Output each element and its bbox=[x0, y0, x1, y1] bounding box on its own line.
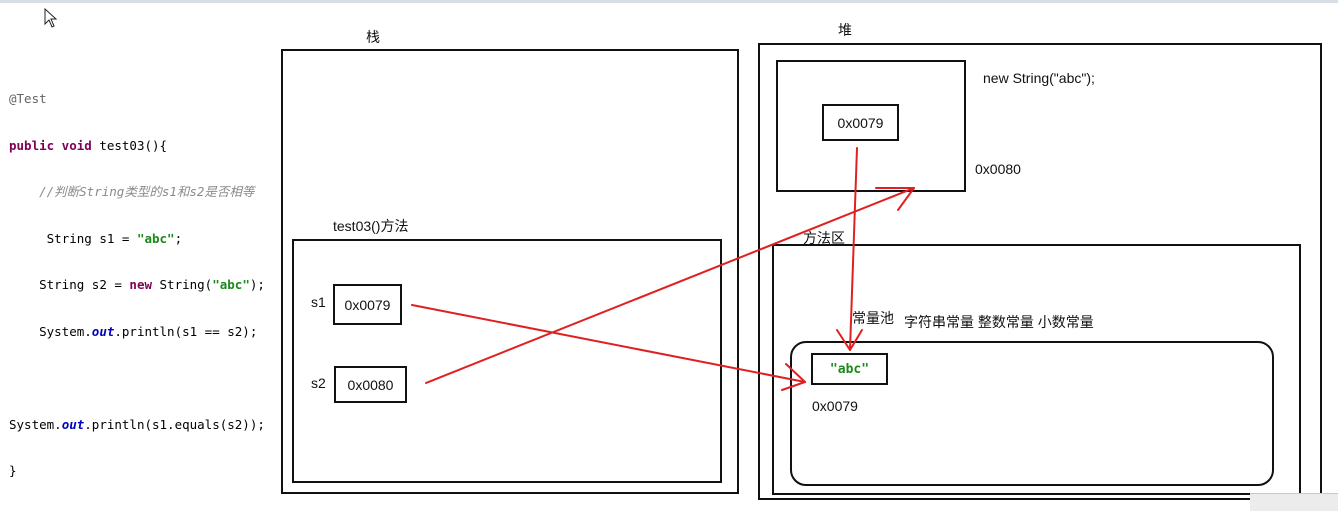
heap-title: 堆 bbox=[838, 22, 852, 38]
code-close-brace-line: } bbox=[9, 463, 17, 478]
constant-pool-types: 字符串常量 整数常量 小数常量 bbox=[904, 314, 1094, 330]
heap-object-address: 0x0080 bbox=[975, 161, 1021, 177]
code-annotation-line: @Test bbox=[9, 91, 47, 106]
s2-label: s2 bbox=[311, 375, 326, 391]
code-listing: @Test public void test03(){ //判断String类型… bbox=[9, 60, 265, 494]
method-frame-title: test03()方法 bbox=[333, 218, 409, 234]
method-frame-box bbox=[292, 239, 722, 483]
code-blank-line bbox=[9, 370, 265, 386]
top-border-line bbox=[0, 0, 1338, 3]
heap-object-value-cell: 0x0079 bbox=[822, 104, 899, 141]
corner-taskbar-fragment bbox=[1250, 493, 1338, 511]
code-println-identity-line: System.out.println(s1 == s2); bbox=[39, 323, 258, 339]
code-comment-line: //判断String类型的s1和s2是否相等 bbox=[39, 184, 255, 199]
s1-value-cell: 0x0079 bbox=[333, 284, 402, 325]
pool-string-address: 0x0079 bbox=[812, 398, 858, 414]
s1-label: s1 bbox=[311, 294, 326, 310]
pool-string-cell: "abc" bbox=[811, 353, 888, 385]
constant-pool-title: 常量池 bbox=[852, 310, 894, 326]
new-string-label: new String("abc"); bbox=[983, 70, 1095, 86]
code-signature-line: public void test03(){ bbox=[9, 137, 168, 153]
stack-title: 栈 bbox=[366, 29, 380, 45]
code-println-equals-line: System.out.println(s1.equals(s2)); bbox=[9, 416, 265, 432]
mouse-cursor-icon bbox=[44, 8, 58, 28]
code-s1-line: String s1 = "abc"; bbox=[46, 230, 183, 246]
code-s2-line: String s2 = new String("abc"); bbox=[39, 277, 265, 292]
constant-pool-box bbox=[790, 341, 1274, 486]
s2-value-cell: 0x0080 bbox=[334, 366, 407, 403]
